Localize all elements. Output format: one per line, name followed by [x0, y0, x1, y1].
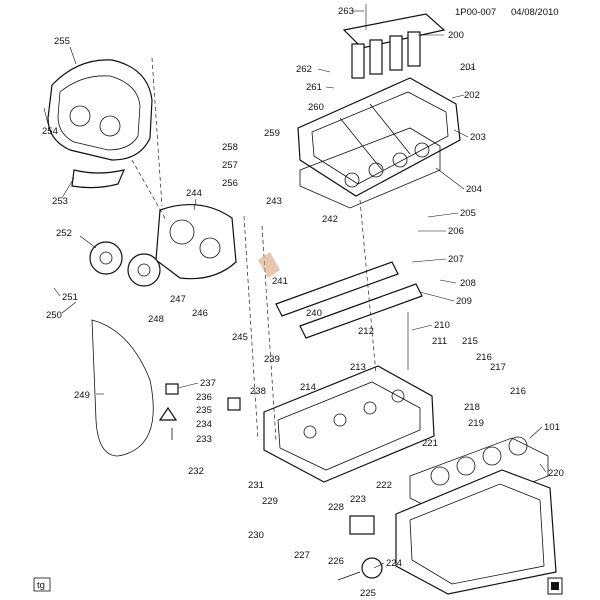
timing-cover-seal: [71, 169, 126, 189]
label-229: 229: [262, 496, 278, 507]
label-251: 251: [62, 292, 78, 303]
label-208: 208: [460, 278, 476, 289]
cylinder-head: [263, 365, 435, 483]
label-234: 234: [196, 419, 212, 430]
label-240: 240: [306, 308, 322, 319]
label-221: 221: [422, 438, 438, 449]
label-244: 244: [186, 188, 202, 199]
label-226: 226: [328, 556, 344, 567]
label-225: 225: [360, 588, 376, 599]
label-252: 252: [56, 228, 72, 239]
engine-block: [395, 469, 557, 595]
label-218: 218: [464, 402, 480, 413]
label-202: 202: [464, 90, 480, 101]
valve-train-parts: [158, 383, 241, 440]
label-263: 263: [338, 6, 354, 17]
label-249: 249: [74, 390, 90, 401]
label-223: 223: [350, 494, 366, 505]
tensioner-and-idler: [337, 515, 383, 581]
label-217: 217: [490, 362, 506, 373]
label-256: 256: [222, 178, 238, 189]
label-232: 232: [188, 466, 204, 477]
label-261: 261: [306, 82, 322, 93]
label-219: 219: [468, 418, 484, 429]
label-243: 243: [266, 196, 282, 207]
timing-belt: [91, 319, 154, 457]
diagram-code: 1P00-007: [455, 7, 496, 18]
label-247: 247: [170, 294, 186, 305]
label-245: 245: [232, 332, 248, 343]
label-255: 255: [54, 36, 70, 47]
label-246: 246: [192, 308, 208, 319]
label-209: 209: [456, 296, 472, 307]
corner-tag-text: tg: [37, 580, 45, 591]
label-233: 233: [196, 434, 212, 445]
valve-cover: [297, 77, 461, 197]
label-204: 204: [466, 184, 482, 195]
leader-lines: [43, 10, 547, 569]
corner-tag-box: [33, 577, 51, 592]
label-220: 220: [548, 468, 564, 479]
label-228: 228: [328, 502, 344, 513]
label-215: 215: [462, 336, 478, 347]
label-238: 238: [250, 386, 266, 397]
label-258: 258: [222, 142, 238, 153]
label-235: 235: [196, 405, 212, 416]
camshaft-sprockets: [89, 241, 161, 287]
ignition-coil: [342, 13, 446, 79]
diagram-date: 04/08/2010: [511, 7, 559, 18]
label-213: 213: [350, 362, 366, 373]
head-gasket: [409, 437, 549, 517]
label-230: 230: [248, 530, 264, 541]
label-214: 214: [300, 382, 316, 393]
camshafts: [275, 261, 423, 339]
label-205: 205: [460, 208, 476, 219]
corner-tag: tg: [33, 577, 51, 592]
label-207: 207: [448, 254, 464, 265]
label-236: 236: [196, 392, 212, 403]
label-257: 257: [222, 160, 238, 171]
label-206: 206: [448, 226, 464, 237]
timing-cover-upper: [47, 59, 153, 161]
label-224: 224: [386, 558, 402, 569]
label-101: 101: [544, 422, 560, 433]
label-200: 200: [448, 30, 464, 41]
label-259: 259: [264, 128, 280, 139]
label-227: 227: [294, 550, 310, 561]
label-242: 242: [322, 214, 338, 225]
label-260: 260: [308, 102, 324, 113]
label-239: 239: [264, 354, 280, 365]
valve-cover-gasket: [299, 127, 441, 209]
part-labels: 263 200 262 261 260 201 202 203 255 254 …: [42, 6, 564, 599]
label-248: 248: [148, 314, 164, 325]
label-262: 262: [296, 64, 312, 75]
label-210: 210: [434, 320, 450, 331]
engine-front-cover: [155, 204, 237, 280]
label-216: 216: [476, 352, 492, 363]
label-253: 253: [52, 196, 68, 207]
label-203: 203: [470, 132, 486, 143]
label-201: 201: [460, 62, 476, 73]
label-222: 222: [376, 480, 392, 491]
accent-mark: [258, 252, 280, 278]
label-254: 254: [42, 126, 58, 137]
label-212: 212: [358, 326, 374, 337]
label-231: 231: [248, 480, 264, 491]
label-241: 241: [272, 276, 288, 287]
label-237: 237: [200, 378, 216, 389]
label-216b: 216: [510, 386, 526, 397]
label-250: 250: [46, 310, 62, 321]
manual-book-icon: [547, 577, 563, 595]
label-211: 211: [432, 336, 447, 347]
